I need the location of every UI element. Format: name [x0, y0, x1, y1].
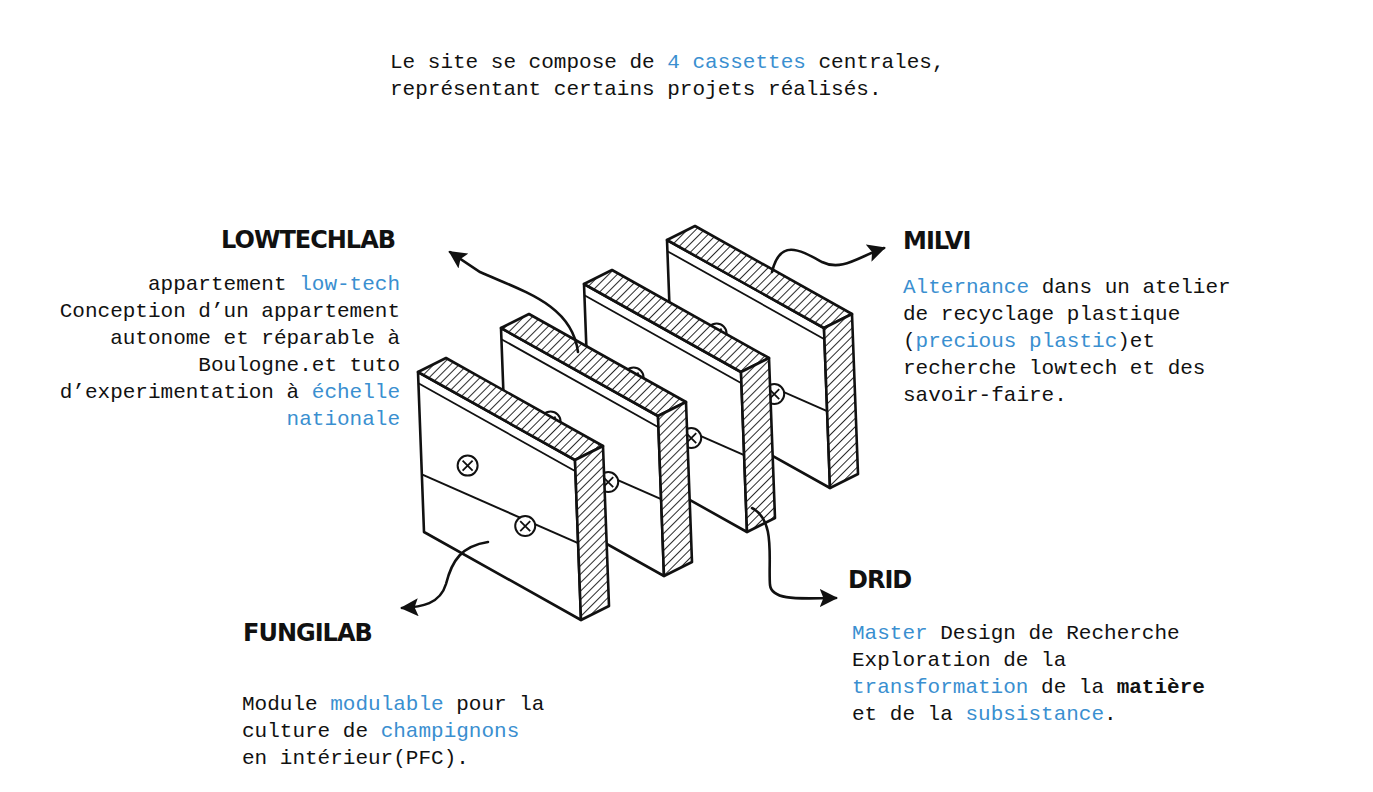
highlight: échelle nationale — [287, 381, 400, 431]
project-heading: MILVI — [903, 227, 970, 256]
cassette-band — [422, 474, 578, 543]
highlight: Master — [852, 622, 928, 645]
title-text: Le site se compose de 4 cassettes centra… — [390, 49, 950, 103]
leader-arrow — [752, 508, 836, 598]
screw-head — [458, 456, 478, 476]
highlight: low-tech — [299, 273, 400, 296]
cassette-side — [658, 402, 692, 576]
project-description: Alternance dans un atelier de recyclage … — [903, 274, 1236, 409]
cassette-top — [584, 270, 769, 372]
highlight: Alternance — [903, 276, 1029, 299]
highlight: champignons — [381, 720, 520, 743]
cassette-top — [667, 226, 852, 328]
highlight: precious plastic — [916, 330, 1118, 353]
highlight: 4 cassettes — [667, 51, 806, 74]
project-heading: FUNGILAB — [243, 619, 372, 648]
project-heading: LOWTECHLAB — [221, 226, 395, 255]
screw-head — [515, 516, 535, 536]
cassette-top — [501, 314, 686, 416]
leader-arrow — [772, 248, 884, 272]
screw-cross — [463, 461, 473, 471]
cassette-lip — [418, 383, 575, 471]
leader-arrow — [450, 252, 578, 352]
highlight: subsistance — [965, 703, 1104, 726]
cassette-top — [418, 358, 603, 460]
highlight: transformation — [852, 676, 1028, 699]
highlight: modulable — [330, 693, 443, 716]
cassette-side — [824, 314, 858, 488]
screw-symbol — [458, 456, 478, 476]
project-heading: DRID — [848, 566, 911, 595]
project-description: Master Design de Recherche Exploration d… — [852, 620, 1210, 728]
leader-arrow — [402, 542, 488, 608]
project-description: appartement low-tech Conception d’un app… — [55, 271, 400, 433]
cassette-side — [741, 358, 775, 532]
screw-symbol — [515, 516, 535, 536]
cassette-side — [575, 446, 609, 620]
screw-cross — [520, 521, 530, 531]
project-description: Module modulable pour la culture de cham… — [242, 691, 549, 772]
emphasis: matière — [1117, 676, 1205, 699]
